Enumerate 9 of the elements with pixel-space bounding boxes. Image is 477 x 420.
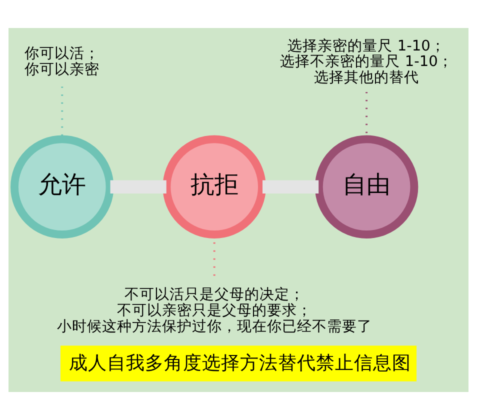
node-circle: 自由	[314, 135, 418, 238]
connector	[262, 180, 319, 194]
node-text: 你可以活； 你可以亲密	[24, 45, 100, 78]
connector	[110, 180, 166, 194]
node-circle: 允许	[10, 135, 114, 238]
caption: 成人自我多角度选择方法替代禁止信息图	[69, 353, 412, 374]
node-circle: 抗拒	[162, 135, 266, 238]
node-text: 不可以活只是父母的决定； 不可以亲密只是父母的要求； 小时候这种方法保护过你，现在你已经不需要了	[56, 286, 372, 335]
node-text: 选择亲密的量尺 1-10； 选择不亲密的量尺 1-10； 选择其他的替代	[280, 37, 453, 86]
